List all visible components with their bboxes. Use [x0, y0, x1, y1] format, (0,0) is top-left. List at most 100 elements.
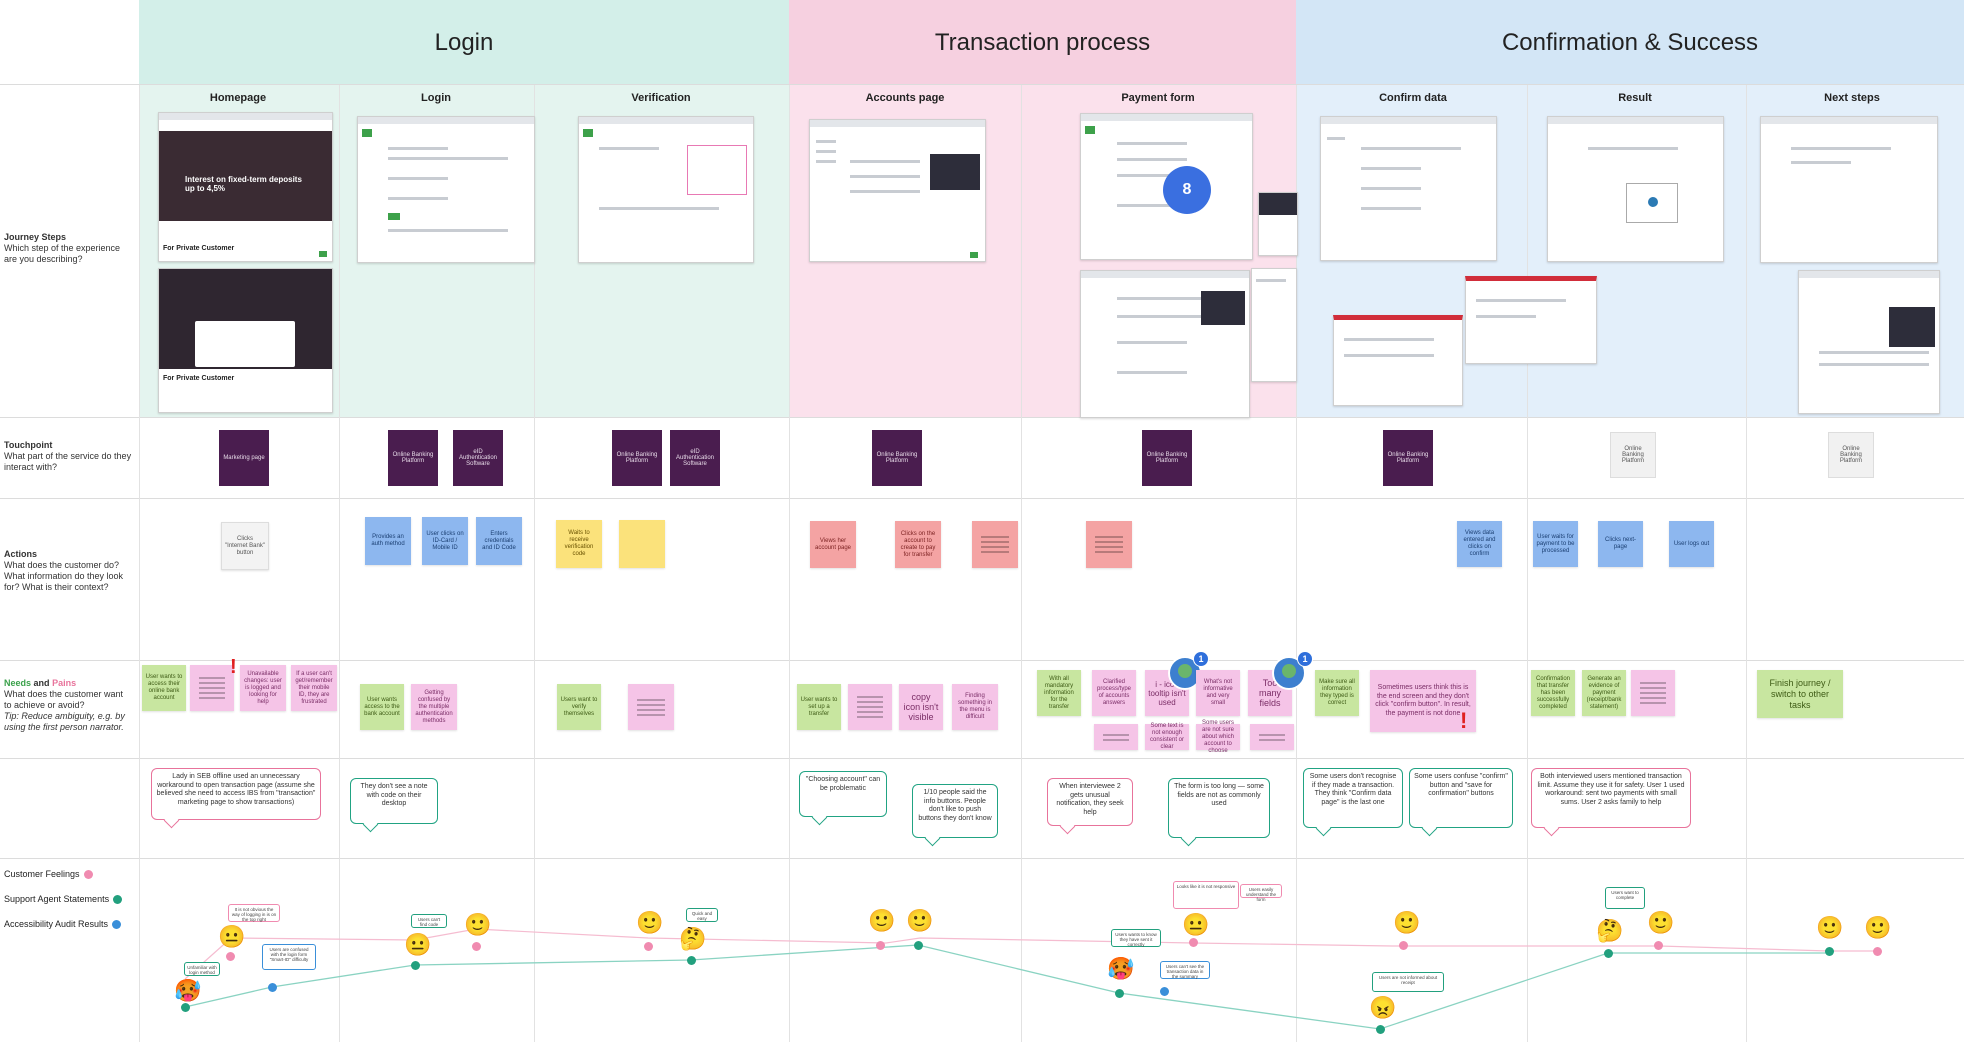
support-agent-dot[interactable] [1115, 989, 1124, 998]
feeling-note[interactable]: Users are not informed about receipt [1372, 972, 1444, 992]
emoji-smile-face[interactable]: 🙂 [906, 908, 934, 933]
feeling-note[interactable]: Users wants to know they have sent it co… [1111, 929, 1161, 947]
emoji-hot-face[interactable]: 🥵 [174, 978, 202, 1003]
pain-note[interactable]: If a user can't get/remember their mobil… [291, 665, 337, 711]
comment-marker[interactable]: 8 [1163, 166, 1211, 214]
pain-note-lines[interactable] [1631, 670, 1675, 716]
feeling-note[interactable]: Quick and easy [686, 908, 718, 922]
action-note[interactable]: Views her account page [810, 521, 856, 568]
support-agent-dot[interactable] [411, 961, 420, 970]
emoji-smile-face[interactable]: 🙂 [868, 908, 896, 933]
emoji-neutral-face[interactable]: 😐 [404, 932, 432, 957]
pain-note-lines[interactable] [1094, 724, 1138, 750]
action-note-lines[interactable] [972, 521, 1018, 568]
insight-bubble[interactable]: The form is too long — some fields are n… [1168, 778, 1270, 838]
need-note[interactable]: Make sure all information they typed is … [1315, 670, 1359, 716]
screenshot-homepage-modal[interactable]: For Private Customer [158, 268, 333, 413]
pain-note-lines[interactable] [190, 665, 234, 711]
need-note[interactable]: Confirmation that transfer has been succ… [1531, 670, 1575, 716]
action-note[interactable]: Clicks next-page [1598, 521, 1643, 567]
feeling-note[interactable]: Unfamiliar with login method [184, 962, 220, 976]
screenshot-confirm-data[interactable] [1320, 116, 1497, 261]
action-note[interactable]: Clicks on the account to create to pay f… [895, 521, 941, 568]
feeling-note[interactable]: Looks like it is not responsive [1173, 881, 1239, 909]
emoji-smile-face[interactable]: 🙂 [1393, 910, 1421, 935]
emoji-hot-face[interactable]: 🥵 [1107, 956, 1135, 981]
insight-bubble[interactable]: When interviewee 2 gets unusual notifica… [1047, 778, 1133, 826]
touchpoint-note[interactable]: eID Authentication Software [453, 430, 503, 486]
emoji-smile-face[interactable]: 🙂 [1816, 915, 1844, 940]
pain-note[interactable]: Sometimes users think this is the end sc… [1370, 670, 1476, 732]
action-note[interactable]: Waits to receive verification code [556, 520, 602, 568]
pain-note[interactable]: What's not informative and very small [1196, 670, 1240, 716]
screenshot-next-steps-2[interactable] [1798, 270, 1940, 414]
need-note[interactable]: User wants to access their online bank a… [142, 665, 186, 711]
feeling-note[interactable]: Users are confused with the login form "… [262, 944, 316, 970]
screenshot-result[interactable] [1547, 116, 1724, 262]
emoji-smile-face[interactable]: 🙂 [464, 912, 492, 937]
pain-note[interactable]: Getting confused by the multiple authent… [411, 684, 457, 730]
emoji-neutral-face[interactable]: 😐 [1182, 912, 1210, 937]
screenshot-verification[interactable] [578, 116, 754, 263]
support-agent-dot[interactable] [1604, 949, 1613, 958]
support-agent-dot[interactable] [687, 956, 696, 965]
screenshot-payment-side[interactable] [1251, 268, 1297, 382]
touchpoint-note[interactable]: Online Banking Platform [612, 430, 662, 486]
touchpoint-note[interactable]: Online Banking Platform [1828, 432, 1874, 478]
support-agent-dot[interactable] [181, 1003, 190, 1012]
need-note[interactable]: User wants access to the bank account [360, 684, 404, 730]
touchpoint-note[interactable]: Online Banking Platform [872, 430, 922, 486]
screenshot-payment-mobile[interactable] [1258, 192, 1298, 256]
action-note[interactable]: User clicks on ID-Card / Mobile ID [422, 517, 468, 565]
pain-note[interactable]: Clarified process/type of accounts answe… [1092, 670, 1136, 716]
insight-bubble[interactable]: They don't see a note with code on their… [350, 778, 438, 824]
emoji-smile-face[interactable]: 🙂 [1647, 910, 1675, 935]
emoji-smile-face[interactable]: 🙂 [636, 910, 664, 935]
action-note-lines[interactable] [1086, 521, 1132, 568]
screenshot-payment-form-2[interactable] [1080, 270, 1250, 418]
insight-bubble[interactable]: Some users confuse "confirm" button and … [1409, 768, 1513, 828]
customer-feeling-dot[interactable] [876, 941, 885, 950]
support-agent-dot[interactable] [914, 941, 923, 950]
feeling-note[interactable]: Users can't see the transaction data in … [1160, 961, 1210, 979]
emoji-thinking-face[interactable]: 🤔 [679, 926, 707, 951]
support-agent-dot[interactable] [1825, 947, 1834, 956]
insight-bubble[interactable]: "Choosing account" can be problematic [799, 771, 887, 817]
feeling-note[interactable]: Users can't find code [411, 914, 447, 928]
need-note[interactable]: Finish journey / switch to other tasks [1757, 670, 1843, 718]
emoji-smile-face[interactable]: 🙂 [1864, 915, 1892, 940]
screenshot-login[interactable] [357, 116, 535, 263]
screenshot-accounts-page[interactable] [809, 119, 986, 262]
emoji-neutral-face[interactable]: 😐 [218, 924, 246, 949]
screenshot-next-steps[interactable] [1760, 116, 1938, 263]
touchpoint-note[interactable]: Online Banking Platform [1383, 430, 1433, 486]
emoji-thinking-face[interactable]: 🤔 [1596, 918, 1624, 943]
accessibility-dot[interactable] [1160, 987, 1169, 996]
touchpoint-note[interactable]: Online Banking Platform [1142, 430, 1192, 486]
touchpoint-note[interactable]: eID Authentication Software [670, 430, 720, 486]
pain-note-lines[interactable] [628, 684, 674, 730]
emoji-angry-face[interactable]: 😠 [1369, 995, 1397, 1020]
action-note[interactable]: User logs out [1669, 521, 1714, 567]
pain-note-lines[interactable] [1250, 724, 1294, 750]
customer-feeling-dot[interactable] [1654, 941, 1663, 950]
customer-feeling-dot[interactable] [644, 942, 653, 951]
action-note[interactable]: Enters credentials and ID Code [476, 517, 522, 565]
pain-note[interactable]: copy icon isn't visible [899, 684, 943, 730]
pain-note[interactable]: Unavailable changes: user is logged and … [240, 665, 286, 711]
feeling-note[interactable]: Users want to complete [1605, 887, 1645, 909]
screenshot-bank-popup[interactable] [1465, 276, 1597, 364]
action-note[interactable]: Clicks "Internet Bank" button [221, 522, 269, 570]
touchpoint-note[interactable]: Online Banking Platform [388, 430, 438, 486]
pain-note[interactable]: Finding something in the menu is difficu… [952, 684, 998, 730]
insight-bubble[interactable]: 1/10 people said the info buttons. Peopl… [912, 784, 998, 838]
need-note[interactable]: Users want to verify themselves [557, 684, 601, 730]
action-note-empty[interactable] [619, 520, 665, 568]
customer-feeling-dot[interactable] [1189, 938, 1198, 947]
customer-feeling-dot[interactable] [1399, 941, 1408, 950]
screenshot-confirm-popup[interactable] [1333, 315, 1463, 406]
pain-note[interactable]: i - icon tooltip isn't used [1145, 670, 1189, 716]
feeling-note[interactable]: Users easily understand the form [1240, 884, 1282, 902]
insight-bubble[interactable]: Both interviewed users mentioned transac… [1531, 768, 1691, 828]
action-note[interactable]: Provides an auth method [365, 517, 411, 565]
